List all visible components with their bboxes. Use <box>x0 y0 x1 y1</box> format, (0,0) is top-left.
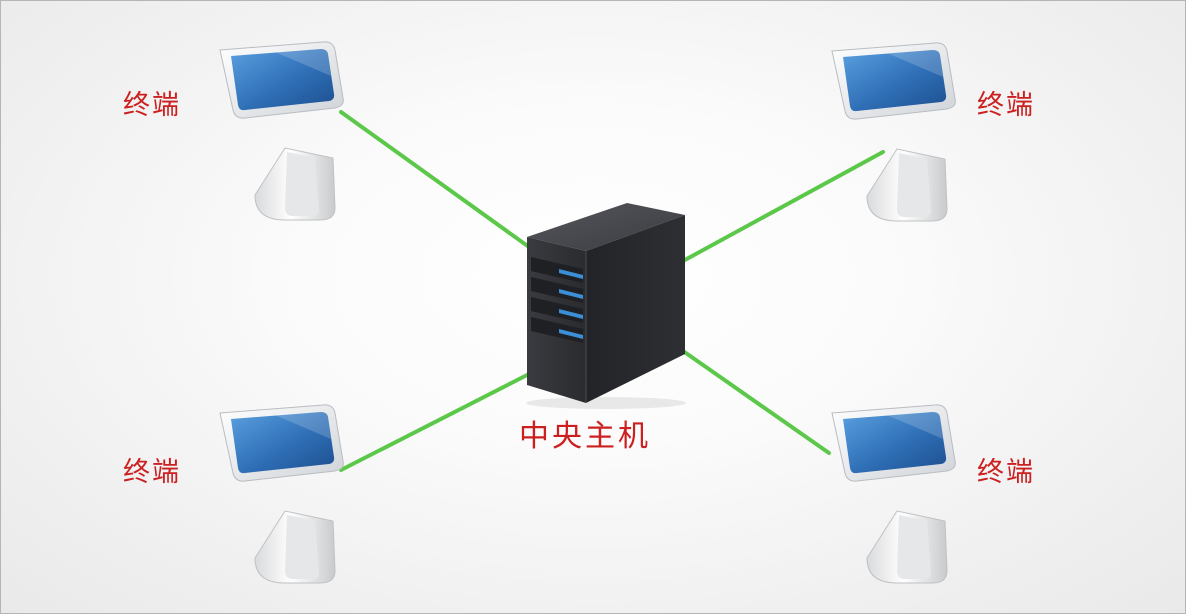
server-icon <box>526 203 686 409</box>
connection-line-bottom-right <box>681 349 831 455</box>
connection-line-top-right <box>681 150 885 263</box>
kiosk-terminal-icon-bottom-right <box>831 404 956 584</box>
terminal-label-bottom-right: 终端 <box>977 457 1035 488</box>
terminal-label-top-right: 终端 <box>977 90 1035 121</box>
kiosk-terminal-icon-top-right <box>831 42 956 222</box>
terminal-label-top-left: 终端 <box>123 90 181 121</box>
central-host-label: 中央主机 <box>519 419 651 454</box>
kiosk-terminal-icon-top-left <box>219 41 344 221</box>
connection-line-bottom-left <box>339 372 531 472</box>
connection-line-top-left <box>339 110 531 249</box>
terminal-label-bottom-left: 终端 <box>123 457 181 488</box>
kiosk-terminal-icon-bottom-left <box>219 404 344 584</box>
